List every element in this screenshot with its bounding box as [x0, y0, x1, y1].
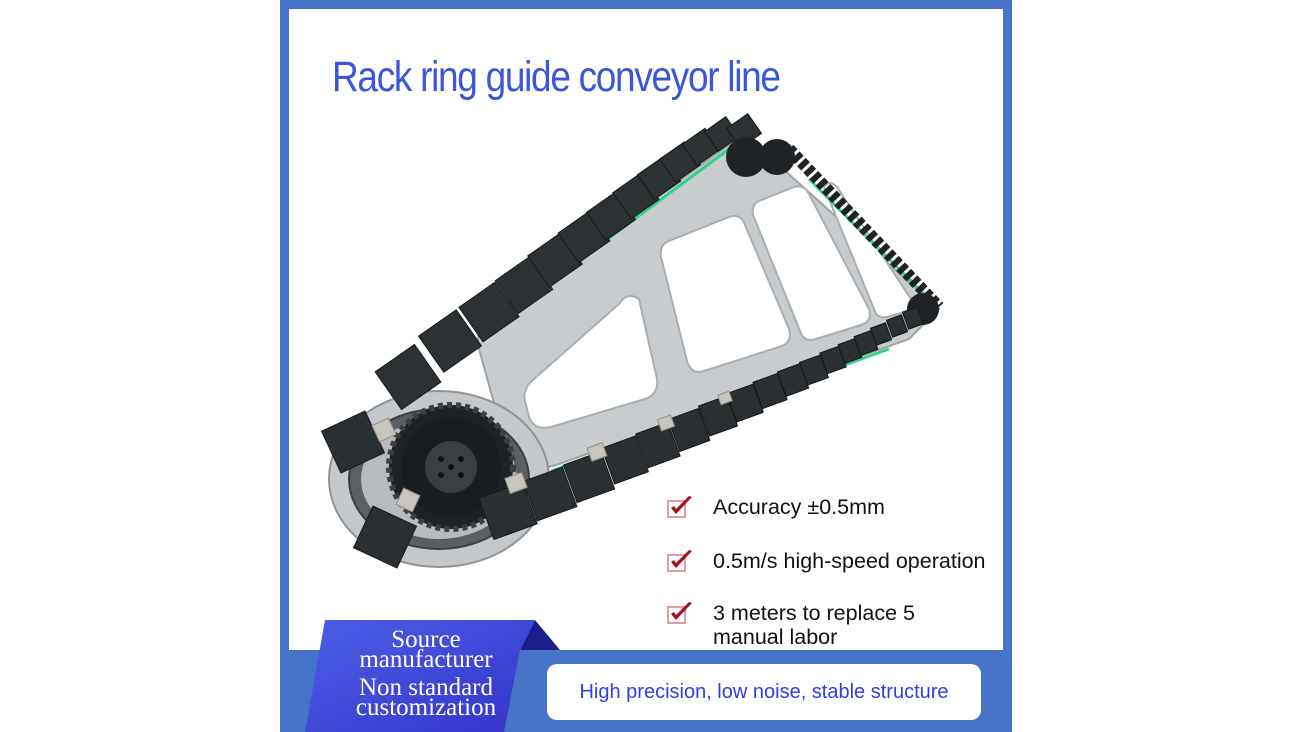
feature-item-labor: 3 meters to replace 5 manual labor — [667, 601, 915, 649]
feature-text: Accuracy ±0.5mm — [713, 495, 885, 519]
feature-text: 0.5m/s high-speed operation — [713, 549, 986, 573]
badge-line-source: Source — [391, 626, 461, 653]
feature-text-line1: 3 meters to replace 5 — [713, 601, 915, 625]
feature-text: 3 meters to replace 5 manual labor — [713, 601, 915, 649]
carrier-blocks-bottom — [320, 306, 925, 569]
conveyor-image — [320, 113, 944, 569]
badge-text: Source manufacturer Non standard customi… — [306, 626, 546, 726]
feature-item-accuracy: Accuracy ±0.5mm — [667, 495, 885, 519]
badge-line-manufacturer: manufacturer — [359, 646, 493, 673]
aluminum-plate — [477, 132, 941, 473]
tagline-text: High precision, low noise, stable struct… — [579, 680, 949, 703]
badge-line-non-standard: Non standard — [359, 674, 493, 701]
tagline-pill: High precision, low noise, stable struct… — [547, 664, 981, 720]
badge-line-customization: customization — [355, 694, 497, 721]
checkbox-checked-icon — [667, 550, 692, 572]
banner-frame: Rack ring guide conveyor line — [280, 0, 1012, 732]
badge-shape — [305, 620, 560, 732]
content-panel: Rack ring guide conveyor line — [289, 9, 1003, 650]
page-title: Rack ring guide conveyor line — [332, 53, 781, 101]
feature-text-line2: manual labor — [713, 625, 838, 649]
carrier-blocks-top — [374, 113, 763, 411]
checkbox-checked-icon — [667, 602, 692, 624]
checkbox-checked-icon — [667, 496, 692, 518]
feature-item-speed: 0.5m/s high-speed operation — [667, 549, 986, 573]
